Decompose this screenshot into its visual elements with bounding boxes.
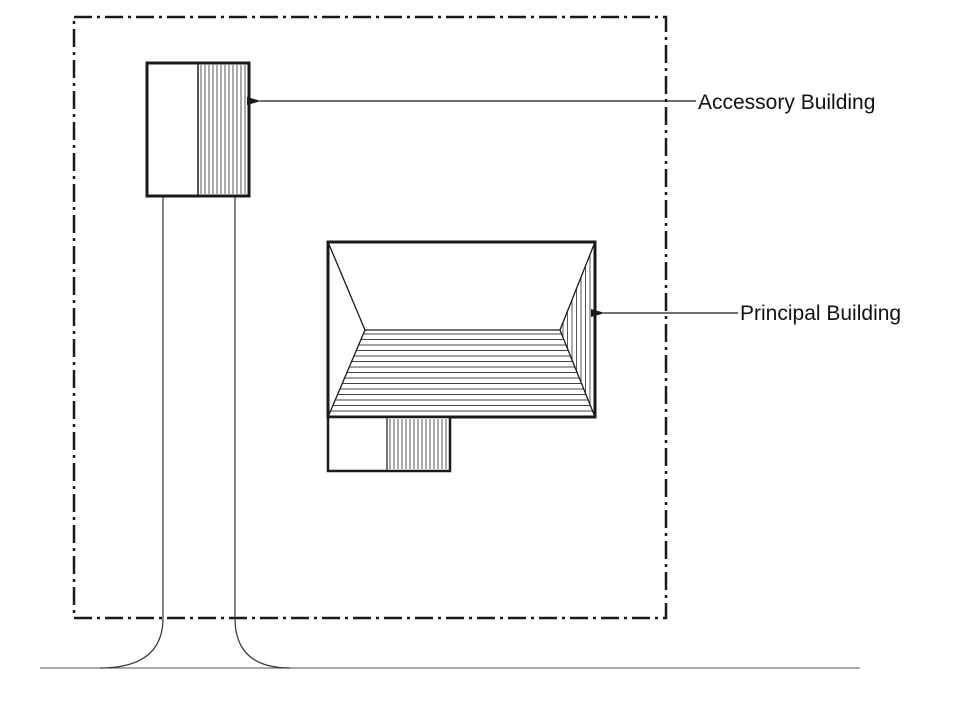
principal-roof-hatch-side xyxy=(562,254,591,405)
extension-roof-hatch xyxy=(389,419,447,469)
principal-extension xyxy=(326,415,452,473)
roof-ridges xyxy=(327,241,596,418)
accessory-building xyxy=(145,61,251,198)
property-line xyxy=(72,15,668,620)
principal-building-label: Principal Building xyxy=(740,302,901,325)
principal-building xyxy=(326,240,597,473)
driveway xyxy=(99,196,291,669)
principal-roof-hatch-front xyxy=(330,333,593,412)
accessory-roof-hatch xyxy=(200,65,246,194)
accessory-building-label: Accessory Building xyxy=(698,91,875,114)
